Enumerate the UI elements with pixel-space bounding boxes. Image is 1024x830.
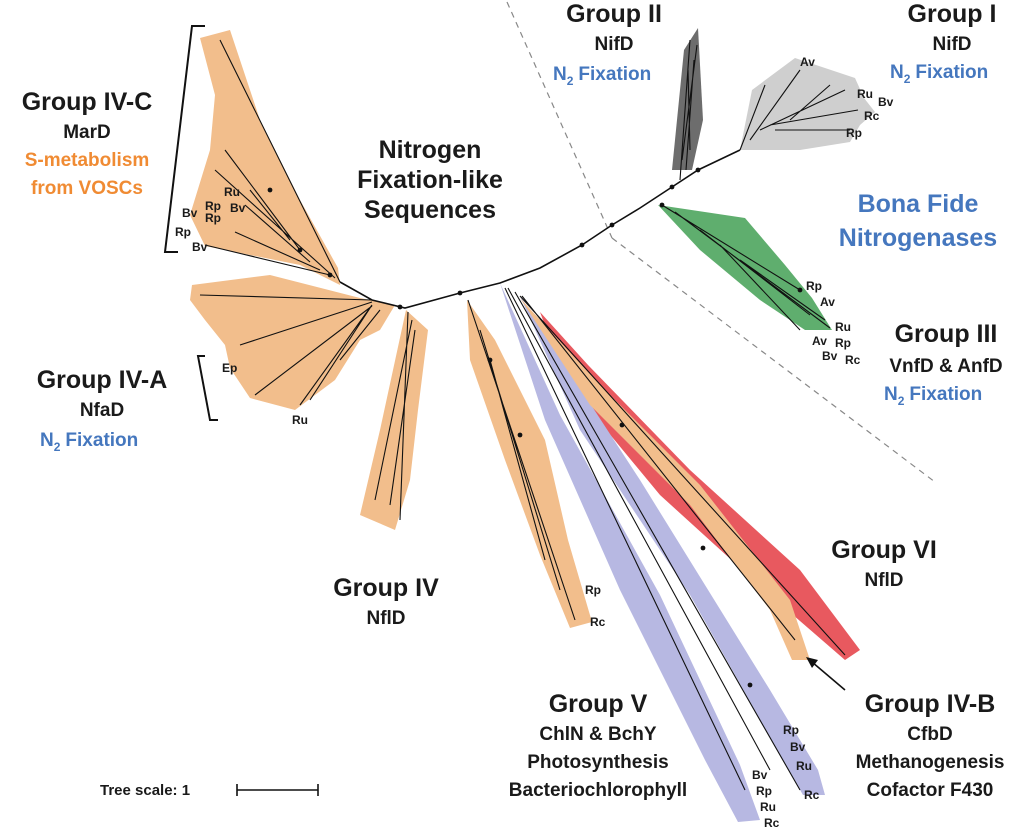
clade-group-iv-left: [360, 310, 428, 530]
center-label-line1: Nitrogen: [379, 136, 482, 164]
branches-group-ii: [679, 39, 698, 181]
group-v-title: Group V: [549, 690, 648, 718]
group-ii-title: Group II: [566, 0, 662, 28]
group-v-protein: ChlN & BchY: [539, 724, 657, 745]
group-iv-b-title: Group IV-B: [865, 690, 996, 718]
taxon-label: Rc: [764, 816, 780, 830]
taxon-label: Rp: [175, 225, 191, 239]
separator-right: [611, 237, 936, 483]
tree-nodes: [267, 167, 803, 688]
group-i-protein: NifD: [932, 34, 971, 55]
group-iii-title: Group III: [895, 320, 998, 348]
group-ii-protein: NifD: [594, 34, 633, 55]
center-label-line3: Sequences: [364, 196, 496, 224]
group-iv-b-function1: Methanogenesis: [856, 752, 1005, 773]
group-iii-protein: VnfD & AnfD: [889, 356, 1002, 377]
taxon-label: Rp: [756, 784, 772, 798]
taxon-label: Ru: [224, 185, 240, 199]
branches-group-iv: [374, 299, 576, 621]
branches-group-iv-c: [204, 39, 341, 283]
bracket-group-iv-c: [163, 25, 205, 253]
center-label-line2: Fixation-like: [357, 166, 503, 194]
clade-group-v: [500, 283, 760, 822]
taxon-label: Ru: [760, 800, 776, 814]
clade-group-ii: [672, 28, 703, 170]
arrow-group-iv-b: [811, 661, 846, 691]
clade-group-iv-a: [190, 275, 395, 410]
scale-bar: [236, 784, 319, 796]
taxon-label: Bv: [790, 740, 806, 754]
bona-fide-line2: Nitrogenases: [839, 224, 997, 252]
taxon-label: Bv: [182, 206, 198, 220]
taxon-label: Rc: [590, 615, 606, 629]
branches-group-iii: [661, 204, 831, 331]
group-v-function1: Photosynthesis: [527, 752, 668, 773]
taxon-label: Av: [820, 295, 835, 309]
group-iv-c-function1: S-metabolism: [25, 150, 150, 171]
group-iv-a-title: Group IV-A: [37, 366, 168, 394]
group-i-title: Group I: [908, 0, 997, 28]
taxon-label: Av: [812, 334, 827, 348]
group-iv-protein: NflD: [366, 608, 405, 629]
taxon-label: Bv: [192, 240, 208, 254]
scale-label: Tree scale: 1: [100, 782, 190, 799]
taxon-label: Rp: [846, 126, 862, 140]
taxon-label: Rp: [783, 723, 799, 737]
group-iv-title: Group IV: [333, 574, 439, 602]
taxon-label: Rc: [845, 353, 861, 367]
taxon-label: Bv: [822, 349, 838, 363]
taxon-label: Ru: [857, 87, 873, 101]
clade-group-iv-right: [467, 300, 592, 628]
taxon-label: Rp: [806, 279, 822, 293]
taxon-label: Rp: [205, 199, 221, 213]
group-iv-c-protein: MarD: [63, 122, 111, 143]
clade-group-iv-b: [520, 298, 810, 660]
taxon-label: Ru: [292, 413, 308, 427]
group-iv-c-function2: from VOSCs: [31, 178, 143, 199]
clade-group-v-branch: [520, 296, 825, 795]
taxon-label: Bv: [230, 201, 246, 215]
clade-group-iv-c: [190, 30, 340, 285]
arrow-head-icon: [806, 657, 818, 668]
group-iv-b-function2: Cofactor F430: [867, 780, 994, 801]
taxon-label: Rc: [864, 109, 880, 123]
group-iv-a-protein: NfaD: [80, 400, 124, 421]
taxon-label: Ru: [796, 759, 812, 773]
branches-group-i: [739, 69, 859, 151]
taxon-label: Rp: [585, 583, 601, 597]
branches-group-iv-a: [199, 294, 381, 406]
bracket-group-iv-a: [196, 355, 218, 421]
group-iv-c-title: Group IV-C: [22, 88, 153, 116]
group-vi-protein: NflD: [864, 570, 903, 591]
group-v-function2: Bacteriochlorophyll: [509, 780, 687, 801]
bona-fide-line1: Bona Fide: [858, 190, 979, 218]
taxon-label: Ep: [222, 361, 237, 375]
taxon-label: Av: [800, 55, 815, 69]
taxon-label: Ru: [835, 320, 851, 334]
taxon-label: Bv: [752, 768, 768, 782]
group-vi-title: Group VI: [831, 536, 937, 564]
branches-lower-right: [504, 287, 846, 791]
taxon-label: Bv: [878, 95, 894, 109]
taxon-label: Rp: [205, 211, 221, 225]
group-iv-b-protein: CfbD: [907, 724, 952, 745]
taxon-label: Rc: [804, 788, 820, 802]
taxon-label: Rp: [835, 336, 851, 350]
